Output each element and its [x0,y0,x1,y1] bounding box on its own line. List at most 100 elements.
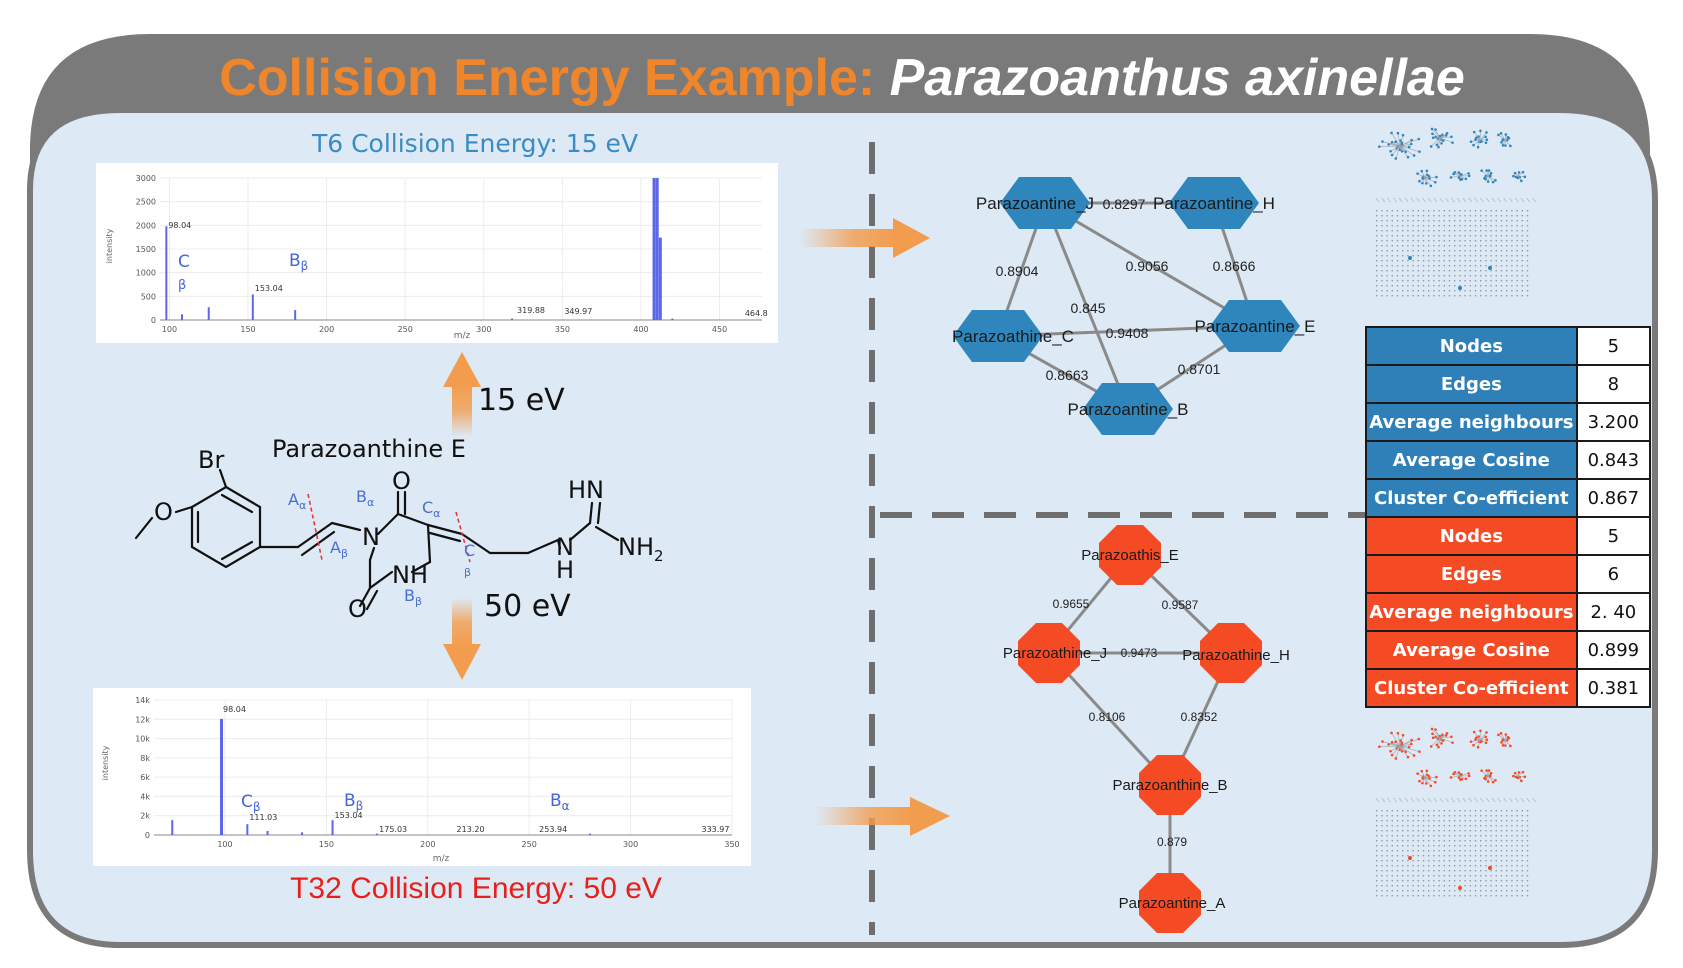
thumbnail-singleton [1412,840,1414,842]
thumbnail-singleton [1495,215,1497,217]
thumbnail-singleton [1490,895,1492,897]
thumbnail-node [1435,775,1438,779]
thumbnail-node [1514,775,1518,779]
spectrum-peak [376,833,379,835]
thumbnail-singleton [1443,225,1445,227]
thumbnail-singleton [1516,835,1518,837]
thumbnail-singleton [1511,835,1513,837]
thumbnail-singleton [1459,295,1461,297]
thumbnail-singleton [1506,875,1508,877]
thumbnail-singleton [1438,885,1440,887]
thumbnail-singleton [1396,860,1399,862]
thumbnail-singleton [1526,280,1529,282]
thumbnail-singleton [1391,225,1393,227]
thumbnail-singleton [1412,270,1414,272]
thumbnail-singleton [1469,825,1471,827]
thumbnail-singleton [1391,815,1393,817]
thumbnail-singleton [1454,835,1456,837]
thumbnail-singleton [1506,225,1508,227]
thumbnail-singleton [1526,275,1529,277]
thumbnail-singleton [1474,890,1477,892]
red-node-label-b: Parazoanthine_B [1112,777,1227,794]
red-edge-label-1: 0.9587 [1162,598,1199,612]
thumbnail-singleton [1396,885,1399,887]
thumbnail-edge [1487,775,1494,783]
thumbnail-singleton [1506,220,1508,222]
thumbnail-singleton [1511,225,1513,227]
thumbnail-singleton [1417,875,1419,877]
thumbnail-singleton [1454,820,1456,822]
thumbnail-singleton [1474,240,1477,242]
thumbnail-singleton [1428,880,1430,882]
thumbnail-singleton [1433,250,1435,252]
thumbnail-edge [1399,745,1409,758]
thumbnail-singleton [1376,210,1378,212]
thumbnail-node [1480,140,1483,143]
thumbnail-singleton [1500,220,1503,222]
thumbnail-singleton [1412,220,1414,222]
thumbnail-singleton [1412,260,1414,262]
thumbnail-singleton [1526,845,1529,847]
thumbnail-edge [1480,797,1484,803]
thumbnail-singleton [1474,280,1477,282]
thumbnail-node [1488,774,1492,778]
thumbnail-singleton [1386,855,1388,857]
thumbnail-singleton [1506,885,1508,887]
thumbnail-singleton [1521,880,1523,882]
thumbnail-node [1394,140,1397,144]
thumbnail-singleton [1464,870,1466,872]
thumbnail-singleton [1433,810,1435,812]
thumbnail-singleton [1412,890,1414,892]
thumbnail-singleton [1412,250,1414,252]
thumbnail-singleton [1438,210,1440,212]
thumbnail-singleton [1495,855,1497,857]
top-spectrum-caption: T6 Collision Energy: 15 eV [311,129,638,158]
thumbnail-singleton [1402,270,1404,272]
thumbnail-singleton [1396,865,1399,867]
thumbnail-singleton [1417,240,1419,242]
thumbnail-singleton [1474,870,1477,872]
thumbnail-singleton [1506,275,1508,277]
thumbnail-singleton [1438,840,1440,842]
thumbnail-singleton [1391,240,1393,242]
thumbnail-singleton [1480,855,1482,857]
thumbnail-singleton [1428,890,1430,892]
thumbnail-singleton [1376,240,1378,242]
thumbnail-singleton [1422,850,1425,852]
thumbnail-edge [1485,797,1490,803]
thumbnail-edge [1509,197,1513,203]
spectrum-peak [671,318,674,320]
thumbnail-node [1472,143,1475,147]
x-tick-label: 350 [724,840,739,849]
thumbnail-edge [1432,733,1441,739]
molecule-name: Parazoanthine E [272,435,466,463]
thumbnail-node [1421,181,1424,185]
blue-stat-row-edges: Edges 8 [1365,364,1652,404]
red-stat-value: 0.381 [1575,668,1652,708]
thumbnail-node [1500,141,1503,144]
blue-node-h [1169,177,1259,229]
thumbnail-edge [1520,797,1525,803]
thumbnail-edge [1439,737,1453,743]
thumbnail-singleton [1448,250,1451,252]
thumbnail-singleton [1516,810,1518,812]
thumbnail-singleton [1438,280,1440,282]
thumbnail-singleton [1443,835,1445,837]
red-node-h [1200,623,1262,683]
thumbnail-singleton [1443,895,1445,897]
thumbnail-singleton [1407,250,1409,252]
thumbnail-singleton [1448,265,1451,267]
thumbnail-node [1426,773,1429,777]
thumbnail-node [1381,740,1384,743]
thumbnail-node [1494,779,1497,782]
thumbnail-singleton [1464,880,1466,882]
thumbnail-singleton [1485,860,1487,862]
thumbnail-singleton [1521,850,1523,852]
thumbnail-singleton [1521,845,1523,847]
spectrum-peak [331,820,334,835]
thumbnail-singleton [1412,815,1414,817]
x-tick-label: 450 [712,325,727,334]
thumbnail-singleton [1526,270,1529,272]
thumbnail-singleton [1402,820,1404,822]
